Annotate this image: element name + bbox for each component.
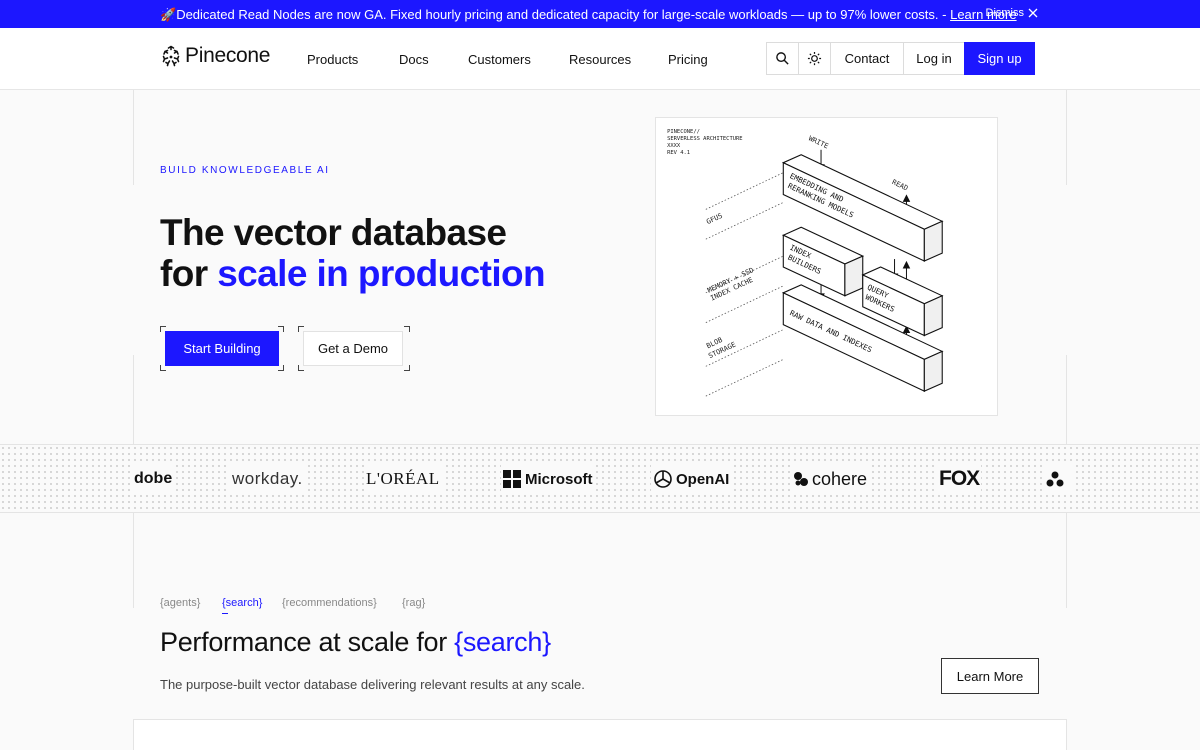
pinecone-logo[interactable]: Pinecone — [161, 44, 270, 68]
login-button[interactable]: Log in — [903, 42, 965, 75]
dismiss-button[interactable]: Dismiss — [986, 7, 1039, 19]
partial-logo-icon — [1046, 471, 1064, 487]
corner-mark — [404, 365, 410, 371]
search-button[interactable] — [766, 42, 799, 75]
grid-line — [133, 513, 134, 608]
corner-mark — [160, 365, 166, 371]
logo-partial — [1043, 465, 1073, 493]
logo-openai: OpenAI — [651, 465, 732, 493]
logo-cohere-text: cohere — [812, 468, 868, 489]
corner-mark — [298, 326, 304, 332]
performance-title-accent: {search} — [454, 627, 551, 657]
tab-rag[interactable]: {rag} — [402, 597, 426, 609]
active-tab-indicator — [222, 613, 228, 614]
diagram-header-1: PINECONE// — [667, 129, 700, 135]
tab-agents[interactable]: {agents} — [160, 597, 201, 609]
search-icon — [776, 52, 789, 65]
label-write: WRITE — [807, 134, 829, 150]
pinecone-logo-icon — [162, 45, 180, 67]
logo-fox: FOX — [937, 465, 982, 493]
diagram-header-3: XXXX — [667, 143, 681, 149]
architecture-diagram: PINECONE// SERVERLESS ARCHITECTURE XXXX … — [655, 117, 998, 416]
brand-name: Pinecone — [185, 44, 271, 67]
grid-line — [133, 355, 134, 445]
label-gfus: GFUS — [705, 212, 724, 226]
logo-loreal: L'ORÉAL — [364, 465, 442, 493]
site-header: Pinecone Products Docs Customers Resourc… — [0, 28, 1200, 90]
signup-button[interactable]: Sign up — [964, 42, 1035, 75]
announcement-learn-more-link[interactable]: Learn more — [950, 7, 1017, 22]
architecture-svg: PINECONE// SERVERLESS ARCHITECTURE XXXX … — [667, 129, 944, 397]
nav-customers[interactable]: Customers — [468, 52, 531, 67]
diagram-header-2: SERVERLESS ARCHITECTURE — [667, 136, 743, 142]
customer-logo-strip: dobe workday. L'ORÉAL Microsoft OpenAI c… — [0, 444, 1200, 513]
nav-docs[interactable]: Docs — [399, 52, 429, 67]
performance-title-prefix: Performance at scale for — [160, 627, 455, 657]
hero-title-line1: The vector database — [160, 212, 507, 253]
nav-resources[interactable]: Resources — [569, 52, 632, 67]
logo-microsoft-text: Microsoft — [525, 470, 593, 488]
corner-mark — [278, 365, 284, 371]
sun-icon — [807, 51, 822, 66]
label-read: READ — [891, 178, 910, 192]
dismiss-label: Dismiss — [985, 7, 1025, 19]
corner-mark — [278, 326, 284, 332]
get-demo-button[interactable]: Get a Demo — [303, 331, 403, 366]
diagram-header-4: REV 4.1 — [667, 150, 690, 156]
corner-mark — [404, 326, 410, 332]
logo-microsoft: Microsoft — [501, 465, 595, 493]
tab-search[interactable]: {search} — [222, 597, 263, 609]
performance-title: Performance at scale for {search} — [160, 627, 551, 658]
close-icon — [1028, 8, 1038, 18]
hero-title-accent: scale in production — [217, 253, 546, 294]
performance-subtitle: The purpose-built vector database delive… — [160, 677, 585, 692]
tab-recommendations[interactable]: {recommendations} — [282, 597, 377, 609]
corner-mark — [160, 326, 166, 332]
start-building-button[interactable]: Start Building — [165, 331, 279, 366]
grid-line — [1066, 355, 1067, 445]
rocket-icon: 🚀 — [160, 7, 177, 22]
microsoft-logo-icon — [503, 470, 521, 488]
hero-title: The vector database for scale in product… — [160, 212, 546, 294]
announcement-bar: 🚀Dedicated Read Nodes are now GA. Fixed … — [0, 0, 1200, 28]
learn-more-button[interactable]: Learn More — [941, 658, 1039, 694]
contact-button[interactable]: Contact — [830, 42, 904, 75]
content-card — [133, 719, 1067, 750]
announcement-message: 🚀Dedicated Read Nodes are now GA. Fixed … — [160, 7, 1017, 23]
hero-title-line2: for scale in production — [160, 253, 546, 294]
grid-line — [133, 90, 134, 185]
nav-products[interactable]: Products — [307, 52, 359, 67]
announcement-text: Dedicated Read Nodes are now GA. Fixed h… — [176, 7, 947, 22]
logo-openai-text: OpenAI — [676, 470, 730, 488]
logo-cohere: cohere — [791, 465, 870, 493]
logo-workday: workday. — [230, 465, 305, 493]
grid-line — [1066, 90, 1067, 185]
header-actions: Contact Log in Sign up — [766, 42, 1035, 75]
nav-pricing[interactable]: Pricing — [668, 52, 708, 67]
grid-line — [1066, 513, 1067, 608]
cohere-logo-icon — [794, 472, 808, 486]
hero-eyebrow: BUILD KNOWLEDGEABLE AI — [160, 165, 330, 176]
theme-toggle-button[interactable] — [798, 42, 831, 75]
corner-mark — [298, 365, 304, 371]
openai-logo-icon — [654, 470, 672, 488]
hero-title-prefix: for — [160, 253, 218, 294]
logo-adobe: dobe — [132, 465, 175, 493]
